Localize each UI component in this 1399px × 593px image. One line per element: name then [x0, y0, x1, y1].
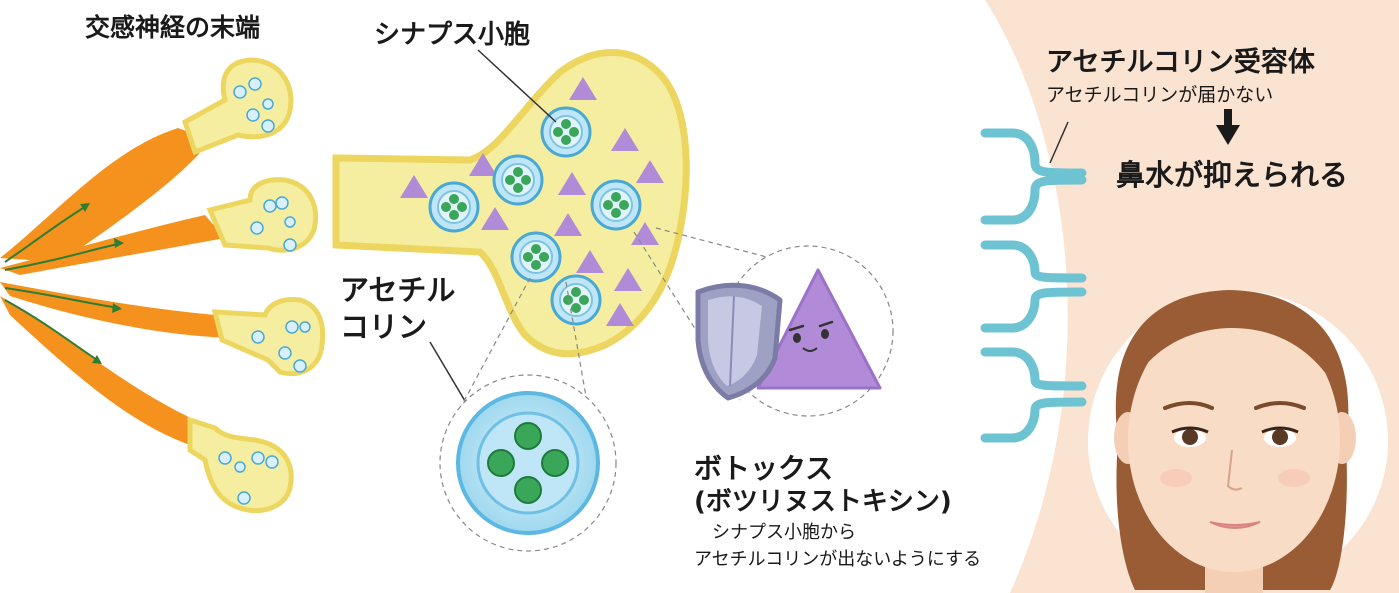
label-acetylcholine: アセチル コリン	[340, 272, 455, 346]
label-acetylcholine-not-reaching: アセチルコリンが届かない	[1046, 84, 1274, 106]
leader-line-receptor	[1049, 121, 1069, 164]
face-illustration	[1088, 290, 1388, 593]
leader-line-vesicle	[477, 49, 557, 123]
acetylcholine-receptors	[980, 128, 1087, 443]
nerve-fibers	[0, 128, 228, 450]
terminal-bud	[211, 297, 326, 377]
mini-vesicles	[218, 77, 311, 505]
toxin-character-icon	[756, 268, 882, 390]
shield-icon	[695, 282, 783, 401]
label-acetylcholine-line1: アセチル	[340, 273, 456, 307]
label-botulinum-toxin: (ボツリヌストキシン)	[694, 487, 952, 517]
terminal-bud	[206, 177, 319, 253]
label-botox-desc-line1: シナプス小胞から	[712, 522, 856, 543]
nerve-arrowhead	[92, 355, 102, 364]
nerve-arrowhead	[114, 238, 124, 248]
nerve-arrowhead	[112, 303, 122, 313]
label-botox-desc-line2: アセチルコリンが出ないようにする	[694, 549, 982, 570]
synaptic-vesicle	[428, 181, 480, 233]
label-sympathetic-nerve-terminal: 交感神経の末端	[85, 13, 261, 42]
label-synaptic-vesicle: シナプス小胞	[374, 20, 531, 50]
zoomed-vesicle	[439, 374, 617, 552]
label-acetylcholine-receptor: アセチルコリン受容体	[1046, 47, 1315, 78]
synaptic-vesicle	[510, 231, 562, 283]
toxin-triangles	[400, 77, 664, 326]
down-arrow-icon	[1216, 109, 1240, 145]
label-acetylcholine-line2: コリン	[340, 310, 428, 344]
synaptic-vesicle	[590, 179, 642, 231]
nerve-arrows	[4, 204, 123, 363]
synaptic-vesicle	[550, 274, 602, 326]
synaptic-vesicle	[492, 154, 544, 206]
label-botox: ボトックス	[694, 452, 834, 485]
label-runny-nose-suppressed: 鼻水が抑えられる	[1116, 158, 1349, 192]
terminal-bud	[181, 57, 294, 156]
nerve-arrowhead	[80, 203, 90, 212]
